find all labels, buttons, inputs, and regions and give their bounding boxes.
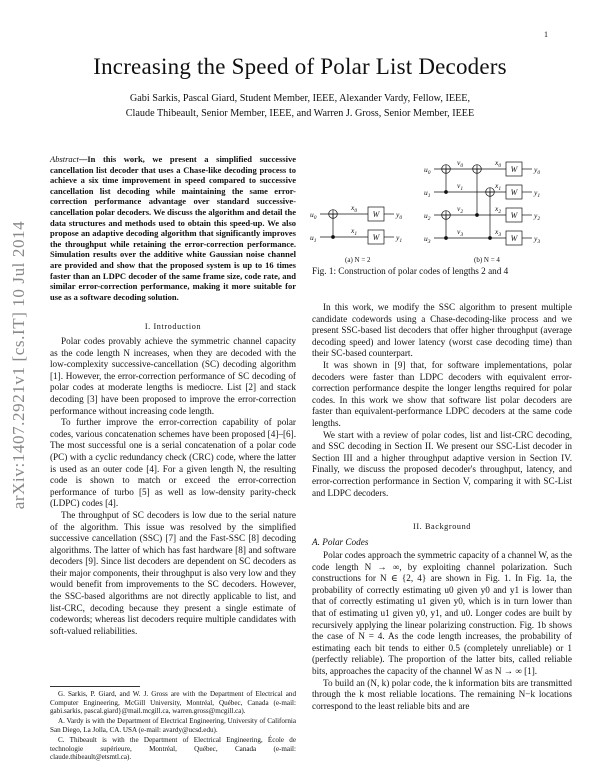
author-line-1: Gabi Sarkis, Pascal Giard, Student Membe… [129, 93, 471, 104]
svg-text:x0: x0 [350, 203, 357, 214]
background-paragraph-1: Polar codes approach the symmetric capac… [312, 550, 572, 676]
footnote-affiliation-3: C. Thibeault is with the Department of E… [50, 735, 296, 762]
svg-text:y2: y2 [533, 211, 540, 222]
abstract-label: Abstract [50, 154, 79, 164]
arxiv-identifier: arXiv:1407.2921v1 [cs.IT] 10 Jul 2014 [9, 220, 28, 510]
section-heading-introduction: I. Introduction [144, 322, 202, 331]
author-list: Gabi Sarkis, Pascal Giard, Student Membe… [60, 91, 540, 121]
subsection-heading-polar-codes: A. Polar Codes [312, 537, 369, 547]
right-paragraph-1: In this work, we modify the SSC algorith… [312, 302, 572, 359]
svg-text:y0: y0 [533, 165, 540, 176]
footnotes: G. Sarkis, P. Giard, and W. J. Gross are… [50, 690, 296, 763]
intro-paragraph-2: To further improve the error-correction … [50, 417, 296, 509]
svg-text:y1: y1 [395, 233, 402, 244]
channel-block-label: W [373, 210, 381, 219]
svg-text:x3: x3 [494, 227, 501, 238]
right-paragraph-3: We start with a review of polar codes, l… [312, 429, 572, 498]
introduction-body: Polar codes provably achieve the symmetr… [50, 336, 296, 637]
footnote-affiliation-2: A. Vardy is with the Department of Elect… [50, 717, 296, 734]
paper-title: Increasing the Speed of Polar List Decod… [93, 54, 507, 79]
section-heading-background: II. Background [413, 522, 471, 531]
right-column-intro: In this work, we modify the SSC algorith… [312, 302, 572, 499]
page-number: 1 [544, 30, 548, 39]
intro-paragraph-3: The throughput of SC decoders is low due… [50, 509, 296, 636]
svg-text:x2: x2 [494, 204, 501, 215]
svg-text:v0: v0 [457, 158, 463, 169]
channel-block-label: W [373, 233, 381, 242]
author-line-2: Claude Thibeault, Senior Member, IEEE, a… [125, 108, 475, 119]
svg-text:x1: x1 [350, 226, 357, 237]
svg-text:u1: u1 [310, 233, 317, 244]
polar-code-figure: u0 u1 x0 x1 y0 y1 u0 u1 u2 u3 v0 v1 v2 v… [310, 158, 540, 246]
subfigure-a-label: (a) N = 2 [345, 256, 371, 264]
svg-text:u0: u0 [310, 210, 317, 221]
abstract: Abstract—In this work, we present a simp… [50, 154, 296, 302]
channel-block-label: W [511, 188, 519, 197]
background-body: Polar codes approach the symmetric capac… [312, 550, 572, 712]
svg-text:y0: y0 [395, 210, 402, 221]
footnote-rule [50, 686, 140, 687]
abstract-body: —In this work, we present a simplified s… [50, 154, 296, 302]
channel-block-label: W [511, 165, 519, 174]
svg-text:u1: u1 [424, 188, 431, 199]
channel-block-label: W [511, 211, 519, 220]
svg-text:u0: u0 [424, 165, 431, 176]
footnote-affiliation-1: G. Sarkis, P. Giard, and W. J. Gross are… [50, 690, 296, 716]
figure-caption: Fig. 1: Construction of polar codes of l… [312, 266, 509, 276]
arxiv-stamp: arXiv:1407.2921v1 [cs.IT] 10 Jul 2014 [4, 200, 34, 530]
svg-text:v2: v2 [457, 204, 463, 215]
right-paragraph-2: It was shown in [9] that, for software i… [312, 359, 572, 428]
svg-text:x0: x0 [494, 158, 501, 169]
svg-text:x1: x1 [494, 181, 501, 192]
svg-text:v3: v3 [457, 227, 463, 238]
background-paragraph-2: To build an (N, k) polar code, the k inf… [312, 677, 572, 711]
intro-paragraph-1: Polar codes provably achieve the symmetr… [50, 336, 296, 416]
svg-text:u3: u3 [424, 234, 431, 245]
svg-text:y3: y3 [533, 234, 540, 245]
svg-text:y1: y1 [533, 188, 540, 199]
svg-text:u2: u2 [424, 211, 431, 222]
subfigure-b-label: (b) N = 4 [474, 256, 500, 264]
channel-block-label: W [511, 234, 519, 243]
svg-text:v1: v1 [457, 181, 463, 192]
